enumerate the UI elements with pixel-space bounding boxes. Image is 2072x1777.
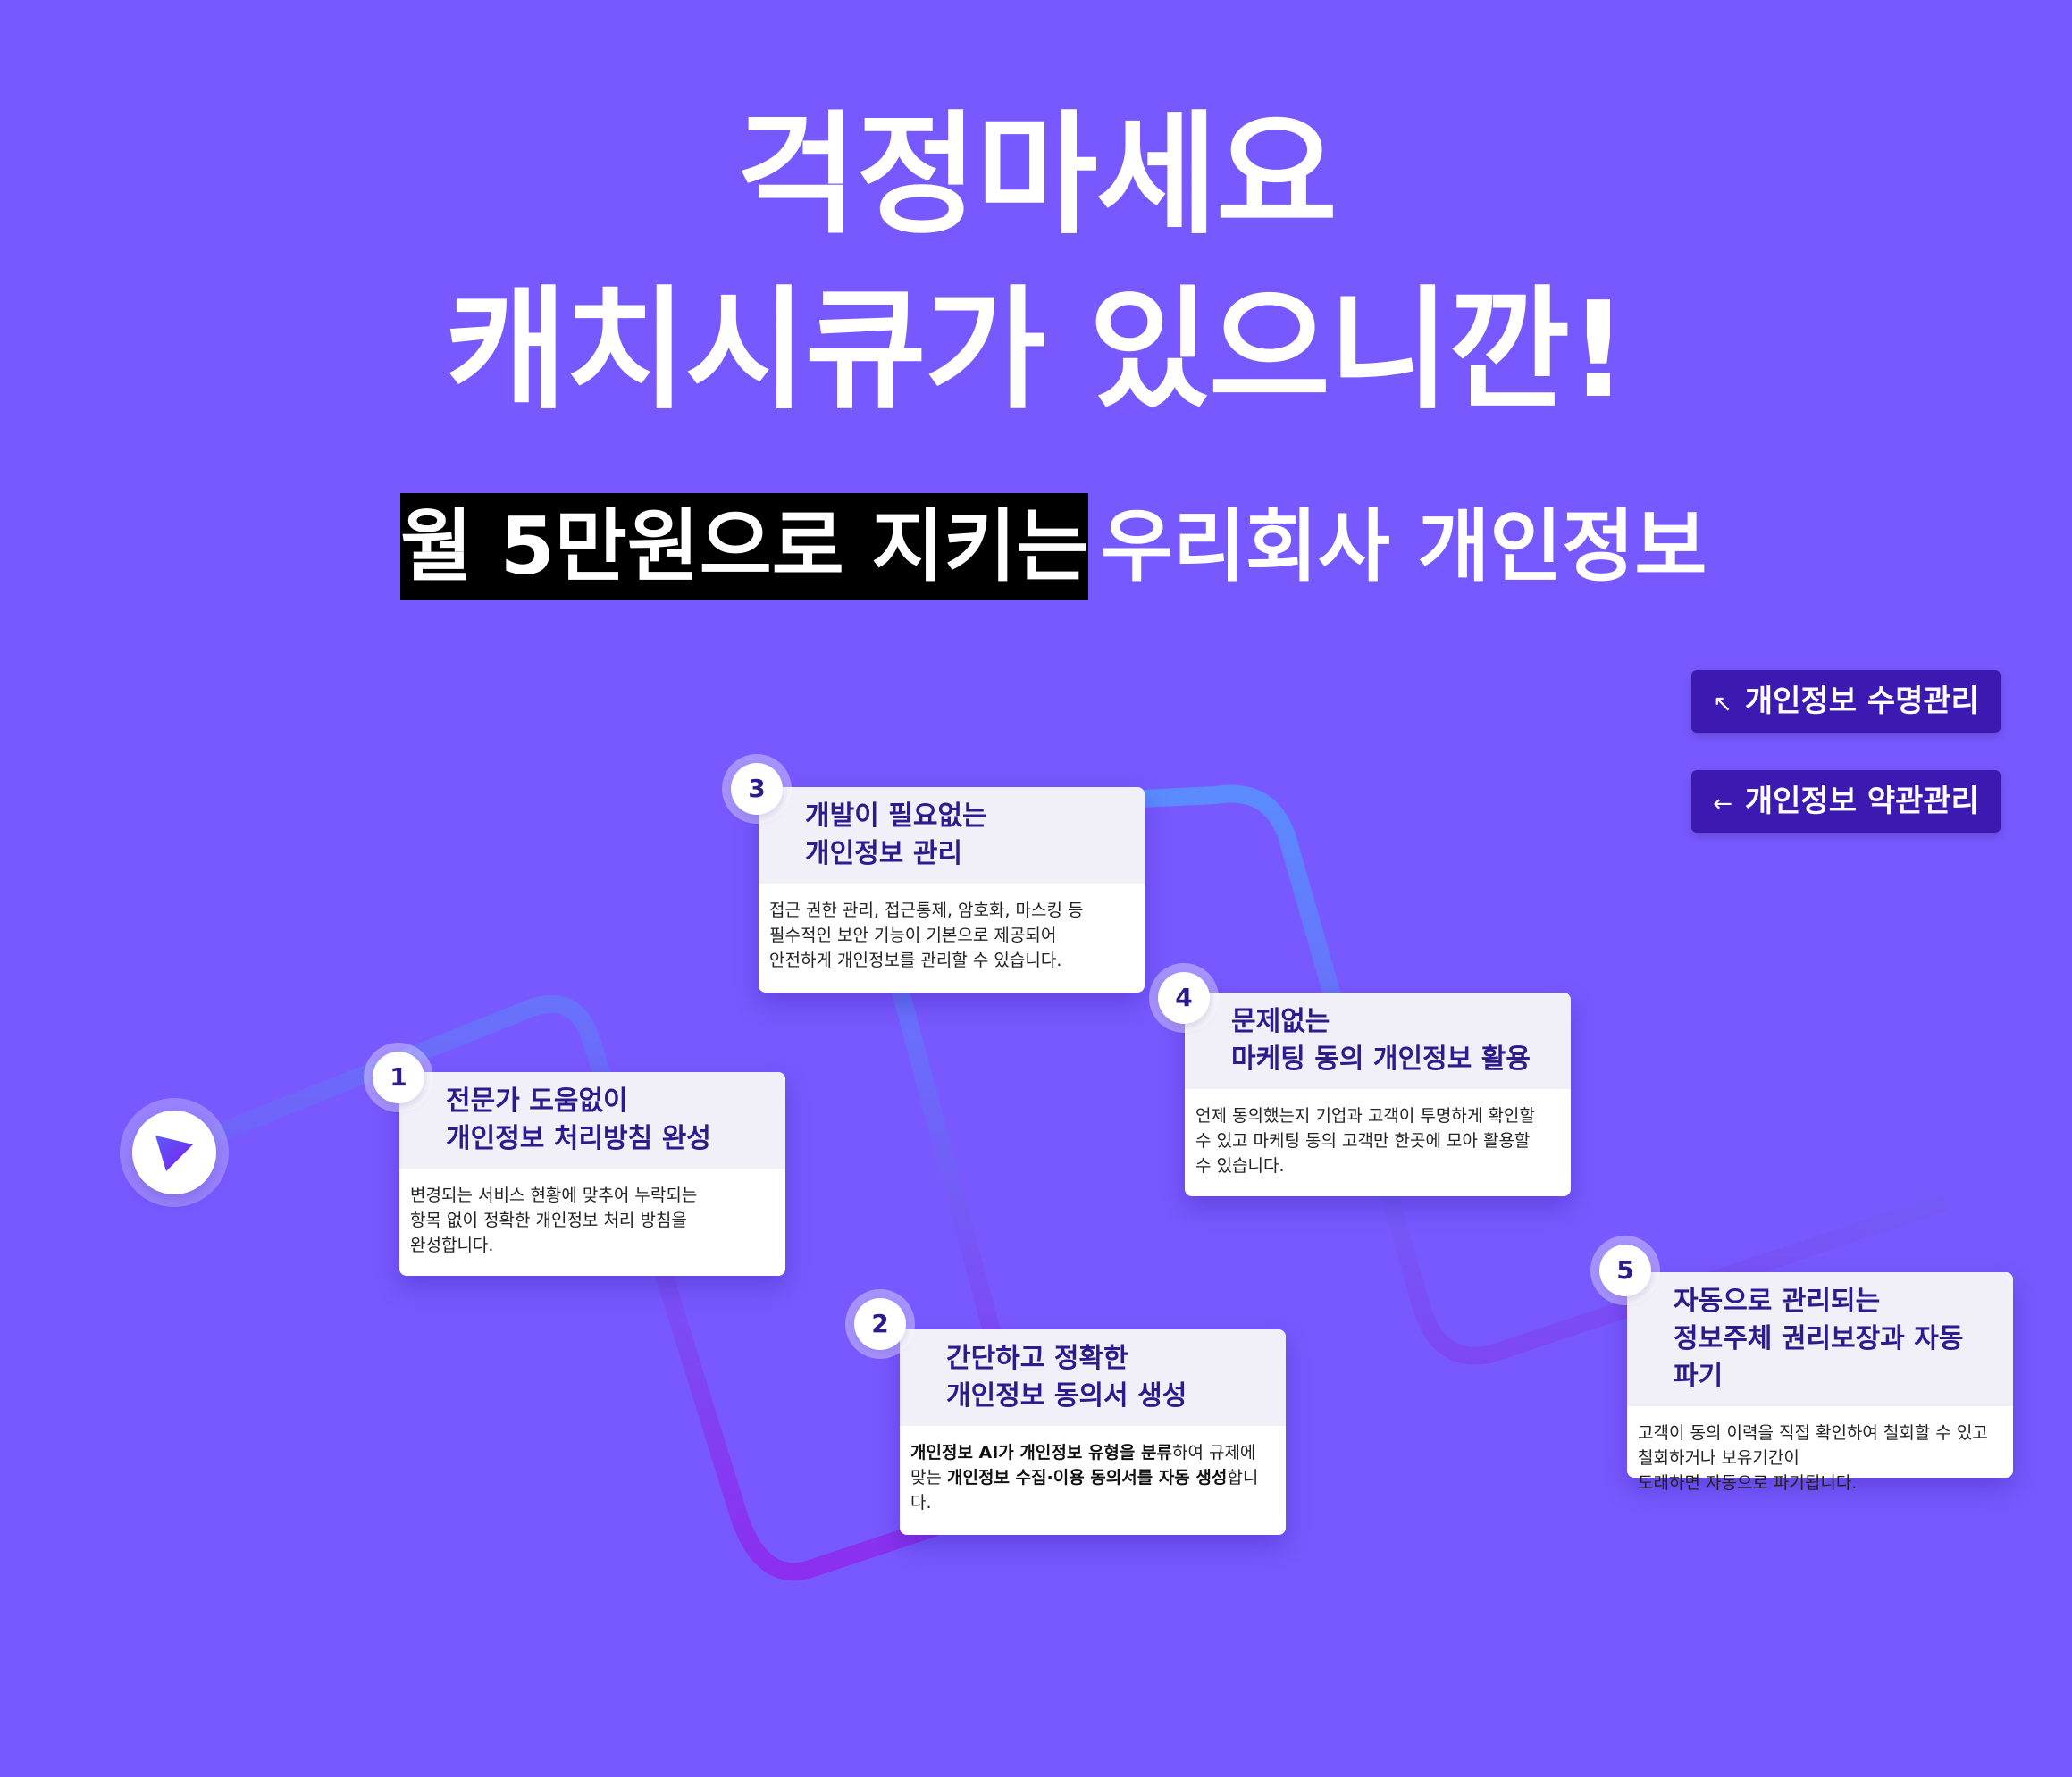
step-title-line: 전문가 도움없이 <box>446 1085 628 1117</box>
arrow-left-icon: ← <box>1713 791 1732 817</box>
privacy-terms-button[interactable]: ← 개인정보 약관관리 <box>1691 770 2001 833</box>
step-description: 접근 권한 관리, 접근통제, 암호화, 마스킹 등 필수적인 보안 기능이 기… <box>759 884 1145 973</box>
paper-plane-icon <box>132 1111 216 1194</box>
step-card-2: 간단하고 정확한 개인정보 동의서 생성 개인정보 AI가 개인정보 유형을 분… <box>900 1329 1286 1535</box>
step-title-line: 정보주체 권리보장과 자동 파기 <box>1674 1323 1964 1392</box>
step-description-line: 필수적인 보안 기능이 기본으로 제공되어 <box>769 926 1057 945</box>
step-number-badge: 3 <box>731 763 783 815</box>
step-title: 개발이 필요없는 개인정보 관리 <box>759 787 1145 884</box>
step-number-badge: 1 <box>373 1052 424 1103</box>
step-title-line: 개인정보 관리 <box>805 838 963 869</box>
arrow-up-left-icon: ↖ <box>1713 691 1732 717</box>
step-card-4: 문제없는 마케팅 동의 개인정보 활용 언제 동의했는지 기업과 고객이 투명하… <box>1185 993 1571 1196</box>
step-description-text: 합니 <box>1227 1468 1259 1488</box>
step-number-badge: 5 <box>1599 1245 1651 1296</box>
step-title-line: 자동으로 관리되는 <box>1674 1286 1881 1317</box>
step-description-line: 언제 동의했는지 기업과 고객이 투명하게 확인할 <box>1195 1106 1535 1126</box>
paper-plane-glyph <box>155 1136 193 1171</box>
step-description-line: 도래하면 자동으로 파기됩니다. <box>1638 1473 1858 1493</box>
step-description-emphasis: 개인정보 AI가 개인정보 유형을 분류 <box>910 1443 1172 1463</box>
step-number-badge: 4 <box>1158 972 1210 1024</box>
step-description-line: 철회하거나 보유기간이 <box>1638 1448 1799 1468</box>
step-title-line: 개인정보 동의서 생성 <box>946 1380 1187 1412</box>
privacy-terms-label: 개인정보 약관관리 <box>1744 784 1979 819</box>
step-description-line: 수 있고 마케팅 동의 고객만 한곳에 모아 활용할 <box>1195 1131 1531 1151</box>
step-title-line: 개발이 필요없는 <box>805 800 987 832</box>
subheadline-highlight: 월 5만원으로 지키는 <box>400 493 1088 600</box>
step-title: 문제없는 마케팅 동의 개인정보 활용 <box>1185 993 1571 1089</box>
step-title: 전문가 도움없이 개인정보 처리방침 완성 <box>399 1072 785 1169</box>
step-description-text: 하여 규제에 <box>1171 1443 1256 1463</box>
step-title-line: 문제없는 <box>1231 1006 1330 1037</box>
step-card-1: 전문가 도움없이 개인정보 처리방침 완성 변경되는 서비스 현황에 맞추어 누… <box>399 1072 785 1276</box>
step-description-emphasis: 개인정보 수집·이용 동의서를 자동 생성 <box>947 1468 1228 1488</box>
step-card-3: 개발이 필요없는 개인정보 관리 접근 권한 관리, 접근통제, 암호화, 마스… <box>759 787 1145 993</box>
step-description-line: 변경되는 서비스 현황에 맞추어 누락되는 <box>410 1186 698 1205</box>
step-description: 고객이 동의 이력을 직접 확인하여 철회할 수 있고 철회하거나 보유기간이 … <box>1627 1406 2013 1496</box>
step-title: 자동으로 관리되는 정보주체 권리보장과 자동 파기 <box>1627 1272 2013 1406</box>
step-title-line: 간단하고 정확한 <box>946 1343 1128 1374</box>
step-description-line: 안전하게 개인정보를 관리할 수 있습니다. <box>769 951 1062 970</box>
subheadline-rest: 우리회사 개인정보 <box>1101 500 1707 592</box>
step-description-line: 접근 권한 관리, 접근통제, 암호화, 마스킹 등 <box>769 901 1084 920</box>
step-description: 개인정보 AI가 개인정보 유형을 분류하여 규제에 맞는 개인정보 수집·이용… <box>900 1426 1286 1515</box>
step-description-text: 다. <box>910 1493 932 1513</box>
headline-line-2: 캐치시큐가 있으니깐! <box>445 273 1628 427</box>
step-title-line: 마케팅 동의 개인정보 활용 <box>1231 1044 1531 1075</box>
step-description: 언제 동의했는지 기업과 고객이 투명하게 확인할 수 있고 마케팅 동의 고객… <box>1185 1089 1571 1178</box>
step-description-line: 항목 없이 정확한 개인정보 처리 방침을 <box>410 1211 687 1230</box>
step-title-line: 개인정보 처리방침 완성 <box>446 1123 711 1154</box>
step-description: 변경되는 서비스 현황에 맞추어 누락되는 항목 없이 정확한 개인정보 처리 … <box>399 1169 785 1258</box>
privacy-lifecycle-label: 개인정보 수명관리 <box>1744 683 1979 719</box>
headline-line-1: 걱정마세요 <box>736 98 1338 252</box>
step-description-line: 고객이 동의 이력을 직접 확인하여 철회할 수 있고 <box>1638 1423 1988 1443</box>
step-description-line: 수 있습니다. <box>1195 1156 1285 1176</box>
step-description-line: 완성합니다. <box>410 1236 494 1255</box>
privacy-lifecycle-button[interactable]: ↖ 개인정보 수명관리 <box>1691 670 2001 733</box>
step-description-text: 맞는 <box>910 1468 947 1488</box>
step-number-badge: 2 <box>854 1298 906 1350</box>
step-title: 간단하고 정확한 개인정보 동의서 생성 <box>900 1329 1286 1426</box>
step-card-5: 자동으로 관리되는 정보주체 권리보장과 자동 파기 고객이 동의 이력을 직접… <box>1627 1272 2013 1493</box>
